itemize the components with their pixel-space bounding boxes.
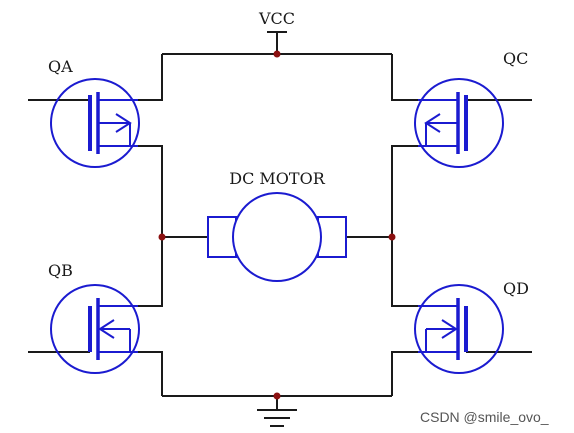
transistor-qb-icon <box>50 284 140 374</box>
ground-junction <box>273 392 281 400</box>
transistor-qc-icon <box>414 78 504 168</box>
dc-motor-icon <box>207 192 347 282</box>
watermark-text: CSDN @smile_ovo_ <box>420 409 549 425</box>
vcc-label: VCC <box>258 9 295 28</box>
qd-source-wire <box>391 351 418 396</box>
ground-icon <box>257 409 297 427</box>
left-mid-wire <box>138 145 163 307</box>
right-mid-wire <box>391 145 418 307</box>
vcc-junction <box>273 50 281 58</box>
junctions <box>158 50 396 400</box>
qa-label: QA <box>48 57 73 76</box>
motor-label: DC MOTOR <box>229 169 325 188</box>
left-junction <box>158 233 166 241</box>
qb-source-wire <box>138 351 163 396</box>
motor-body <box>232 192 322 282</box>
transistor-qa-icon <box>50 78 140 168</box>
qc-label: QC <box>503 49 528 68</box>
right-junction <box>388 233 396 241</box>
qc-drain-wire <box>391 54 418 101</box>
motor-terminal-right <box>317 216 347 258</box>
qa-drain-wire <box>138 54 163 101</box>
qb-label: QB <box>48 261 73 280</box>
qd-label: QD <box>503 279 529 298</box>
wires <box>28 31 532 410</box>
motor-terminal-left <box>207 216 237 258</box>
transistor-qd-icon <box>414 284 504 374</box>
